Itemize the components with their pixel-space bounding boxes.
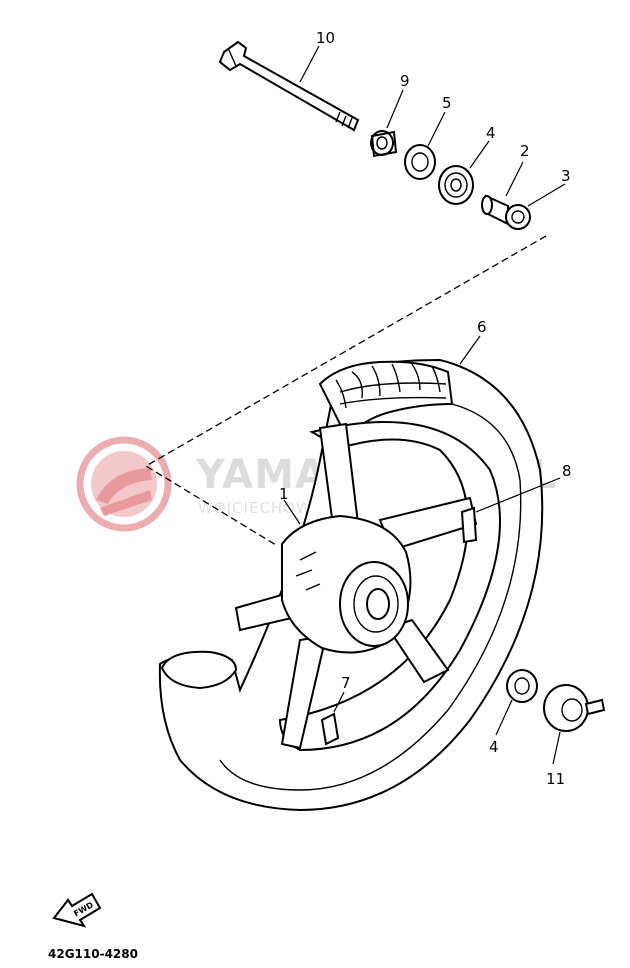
valve (320, 712, 340, 746)
bearing-upper (438, 165, 474, 205)
axle (218, 40, 360, 132)
callout-10: 10 (316, 29, 335, 47)
collar-nut (370, 130, 398, 158)
callout-3: 3 (561, 167, 571, 185)
wheel-assembly (158, 358, 544, 812)
callout-5: 5 (442, 94, 452, 112)
callout-1: 1 (279, 485, 289, 503)
diagram-code: 42G110-4280 (48, 947, 138, 961)
gear-unit (543, 684, 606, 732)
assembly-line (144, 235, 547, 546)
oil-seal (404, 144, 436, 180)
callout-8: 8 (562, 462, 572, 480)
callout-11: 11 (546, 770, 565, 788)
callout-9: 9 (400, 72, 410, 90)
callout-4-upper: 4 (486, 124, 496, 142)
callout-6: 6 (477, 318, 487, 336)
callout-4-lower: 4 (489, 738, 499, 756)
watermark-logo (76, 436, 172, 532)
bearing-lower (506, 669, 538, 703)
callout-7: 7 (341, 674, 351, 692)
callout-2: 2 (520, 142, 530, 160)
spacer (481, 194, 509, 226)
leader-lines (283, 45, 566, 765)
spacer-flange (505, 204, 531, 230)
balance-weight (460, 506, 478, 544)
fwd-arrow-icon: FWD (52, 892, 102, 928)
